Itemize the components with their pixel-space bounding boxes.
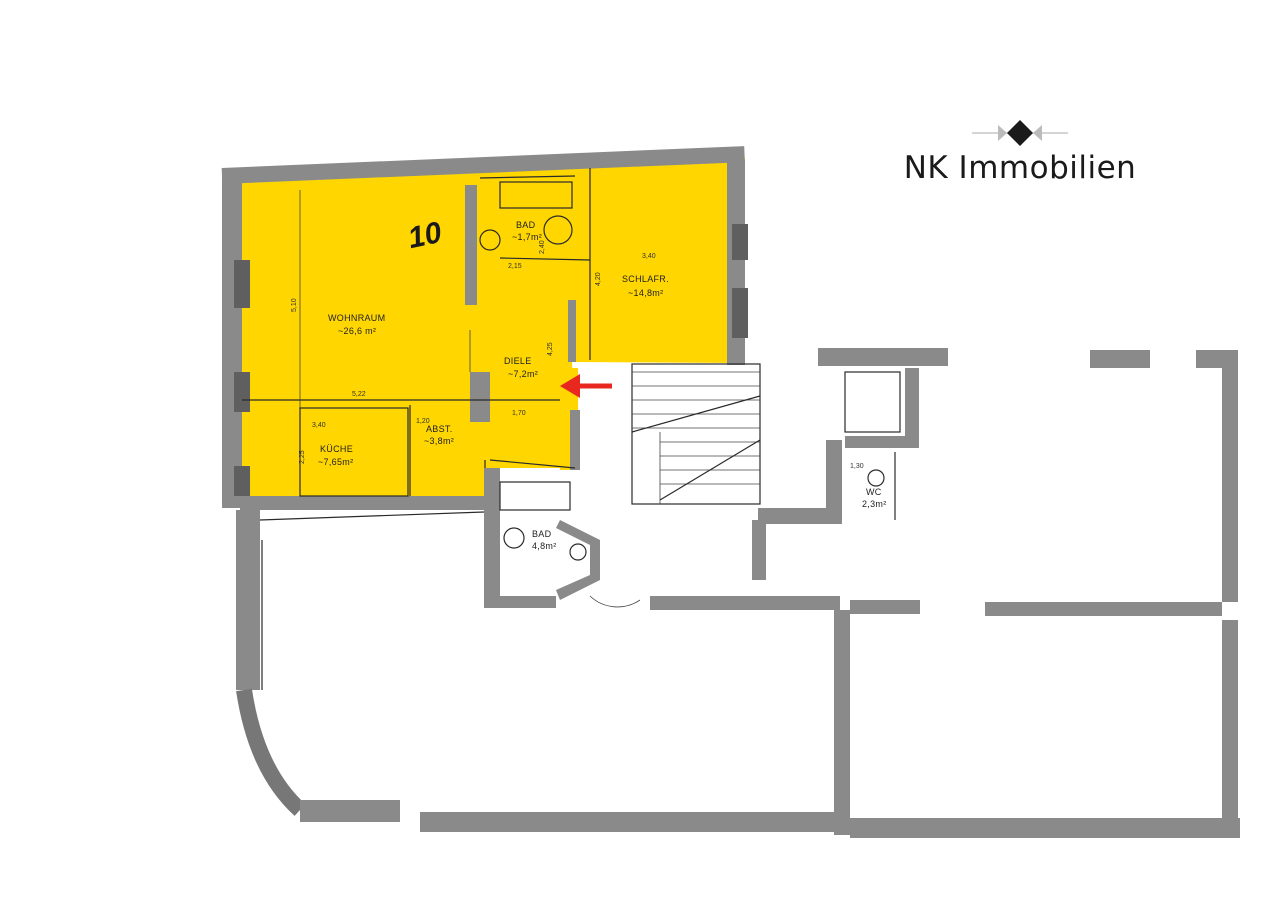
room-area-wohnraum: ~26,6 m² — [338, 326, 376, 336]
lower-bathroom — [484, 468, 641, 608]
dim-4-25: 4,25 — [547, 342, 554, 356]
dim-2-25: 2,25 — [299, 450, 306, 464]
apartment-interior-lines — [242, 168, 591, 500]
room-area-bad-top: ~1,7m² — [512, 232, 542, 242]
room-label-diele: DIELE — [504, 356, 532, 366]
brand-logo: NK Immobilien — [900, 118, 1140, 186]
dim-5-10: 5,10 — [291, 298, 298, 312]
room-label-wohnraum: WOHNRAUM — [328, 313, 385, 323]
apartment-walls — [221, 146, 748, 510]
brand-name: NK Immobilien — [903, 150, 1137, 186]
room-label-bad-top: BAD — [516, 220, 536, 230]
stairwell — [631, 363, 761, 505]
dim-5-22: 5,22 — [352, 391, 366, 398]
dim-1-70: 1,70 — [512, 410, 526, 417]
room-label-abst: ABST. — [426, 424, 453, 434]
building-right — [650, 348, 1238, 835]
room-label-wc: WC — [866, 487, 882, 497]
dim-3-40-top: 3,40 — [642, 253, 656, 260]
room-label-schlafr: SCHLAFR. — [622, 274, 669, 284]
room-area-diele: ~7,2m² — [508, 369, 538, 379]
dim-4-20: 4,20 — [595, 272, 602, 286]
room-area-abst: ~3,8m² — [424, 436, 454, 446]
room-area-schlafr: ~14,8m² — [628, 288, 663, 298]
room-area-wc: 2,3m² — [862, 499, 887, 509]
dim-1-20: 1,20 — [416, 418, 430, 425]
room-label-kueche: KÜCHE — [320, 444, 353, 454]
diamond-logo-icon — [972, 120, 1068, 146]
building-lower-left — [236, 510, 1240, 838]
entrance-arrow-icon — [560, 374, 612, 398]
room-label-bad-lower: BAD — [532, 529, 552, 539]
dim-3-40-left: 3,40 — [312, 422, 326, 429]
apartment-highlight — [222, 158, 745, 508]
unit-number: 10 — [405, 216, 445, 255]
dim-2-40: 2,40 — [539, 240, 546, 254]
room-area-bad-lower: 4,8m² — [532, 541, 557, 551]
dim-1-30: 1,30 — [850, 463, 864, 470]
room-area-kueche: ~7,65m² — [318, 457, 353, 467]
dim-2-15: 2,15 — [508, 263, 522, 270]
